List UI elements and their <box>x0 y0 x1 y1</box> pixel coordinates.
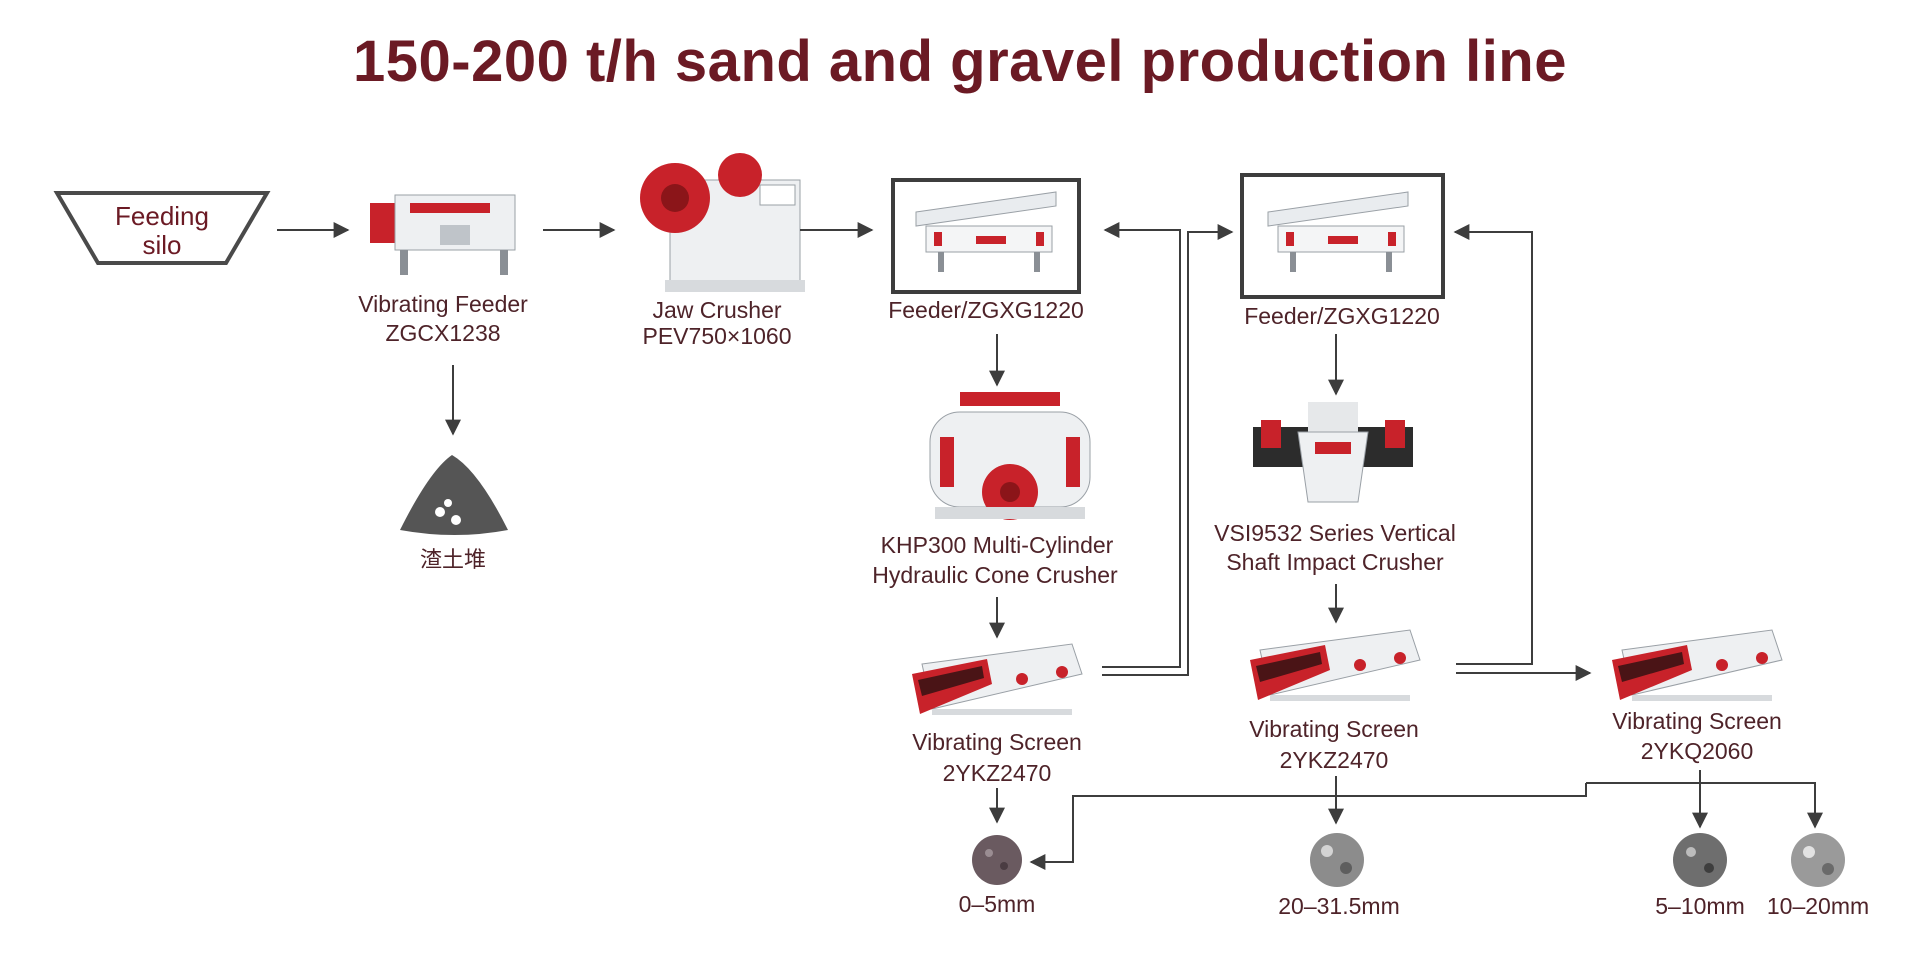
feeder-2-label: Feeder/ZGXG1220 <box>1244 303 1440 329</box>
vsi-crusher-image <box>1253 402 1413 503</box>
jaw-crusher-model: PEV750×1060 <box>643 323 792 349</box>
screen-2-image <box>1249 629 1421 702</box>
vibrating-feeder-image <box>370 194 516 275</box>
screen-2: Vibrating Screen 2YKZ2470 <box>1249 629 1421 773</box>
return-screen1-to-feeder1 <box>1102 222 1181 668</box>
screen-3: Vibrating Screen 2YKQ2060 <box>1611 629 1783 764</box>
jaw-crusher-image <box>640 153 805 292</box>
product-0-5mm: 0–5mm <box>959 835 1036 917</box>
cone-crusher-line2: Hydraulic Cone Crusher <box>872 562 1118 588</box>
silo-label-line2: silo <box>142 230 181 260</box>
jaw-crusher-name: Jaw Crusher <box>652 297 781 323</box>
return-screen2-to-feeder2 <box>1453 224 1533 665</box>
product-20-31-5mm-image <box>1310 833 1364 887</box>
screen-3-model: 2YKQ2060 <box>1641 738 1754 764</box>
screen-1: Vibrating Screen 2YKZ2470 <box>911 643 1083 786</box>
vibrating-feeder: Vibrating Feeder ZGCX1238 <box>358 194 528 346</box>
screen-2-model: 2YKZ2470 <box>1280 747 1389 773</box>
feeder-1: Feeder/ZGXG1220 <box>888 178 1084 323</box>
silo-label-line1: Feeding <box>115 201 209 231</box>
vsi-crusher-line1: VSI9532 Series Vertical <box>1214 520 1456 546</box>
slag-pile-label: 渣土堆 <box>420 548 486 573</box>
product-label-20-31-5mm: 20–31.5mm <box>1278 893 1399 919</box>
arrow-screen3-to-10-20mm <box>1586 782 1823 829</box>
feeding-silo: Feeding silo <box>53 191 271 265</box>
slag-pile: 渣土堆 <box>400 455 508 573</box>
diagram-title: 150-200 t/h sand and gravel production l… <box>352 29 1567 94</box>
arrow-screen1-to-feeder2 <box>1102 224 1234 676</box>
vibrating-feeder-model: ZGCX1238 <box>385 320 500 346</box>
feeder-2: Feeder/ZGXG1220 <box>1240 173 1445 329</box>
product-5-10mm-image <box>1673 833 1727 887</box>
arrow-screen3-to-0-5mm <box>1029 783 1587 870</box>
screen-1-model: 2YKZ2470 <box>943 760 1052 786</box>
cone-crusher-line1: KHP300 Multi-Cylinder <box>881 532 1114 558</box>
screen-3-name: Vibrating Screen <box>1612 708 1782 734</box>
screen-2-name: Vibrating Screen <box>1249 716 1419 742</box>
jaw-crusher: Jaw Crusher PEV750×1060 <box>640 153 805 349</box>
vsi-crusher-line2: Shaft Impact Crusher <box>1226 549 1444 575</box>
screen-1-name: Vibrating Screen <box>912 729 1082 755</box>
product-10-20mm: 10–20mm <box>1767 833 1869 919</box>
product-20-31-5mm: 20–31.5mm <box>1278 833 1400 919</box>
product-label-0-5mm: 0–5mm <box>959 891 1036 917</box>
cone-crusher-image <box>929 392 1091 520</box>
screen-3-image <box>1611 629 1783 702</box>
cone-crusher: KHP300 Multi-Cylinder Hydraulic Cone Cru… <box>872 392 1118 588</box>
product-5-10mm: 5–10mm <box>1655 833 1745 919</box>
screen-1-image <box>911 643 1083 716</box>
slag-pile-image <box>400 455 508 535</box>
vsi-crusher: VSI9532 Series Vertical Shaft Impact Cru… <box>1214 402 1456 575</box>
feeder-1-label: Feeder/ZGXG1220 <box>888 297 1084 323</box>
vibrating-feeder-name: Vibrating Feeder <box>358 291 528 317</box>
connectors <box>277 222 1823 870</box>
product-0-5mm-image <box>972 835 1022 885</box>
product-10-20mm-image <box>1791 833 1845 887</box>
product-label-5-10mm: 5–10mm <box>1655 893 1744 919</box>
product-label-10-20mm: 10–20mm <box>1767 893 1869 919</box>
silo-shape <box>53 191 271 265</box>
